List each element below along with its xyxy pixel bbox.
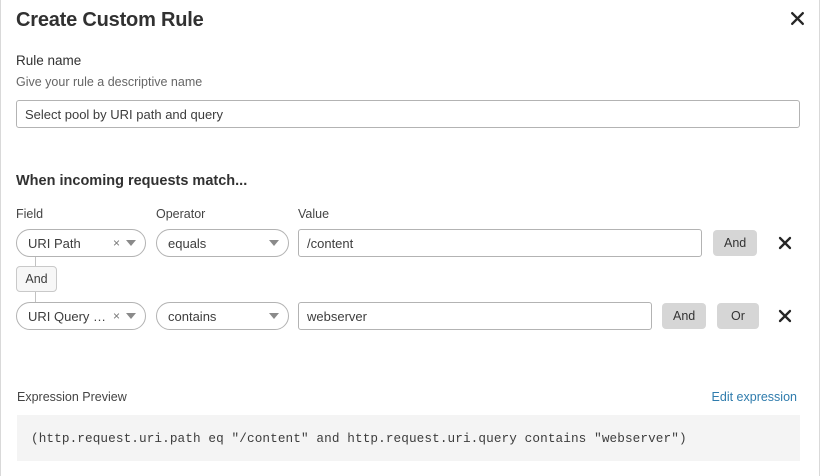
conditions-heading: When incoming requests match... <box>16 173 248 189</box>
expression-preview-label: Expression Preview <box>17 390 127 404</box>
operator-select-1-value: equals <box>168 235 207 251</box>
field-select-2[interactable]: URI Query St... × <box>16 302 146 330</box>
expression-preview-text: (http.request.uri.path eq "/content" and… <box>31 430 687 446</box>
page-title: Create Custom Rule <box>16 9 204 31</box>
clear-icon[interactable]: × <box>112 236 120 250</box>
chevron-down-icon <box>126 313 136 319</box>
or-button-2[interactable]: Or <box>717 303 759 329</box>
edit-expression-link[interactable]: Edit expression <box>711 390 797 404</box>
column-header-value: Value <box>298 207 330 221</box>
value-input-2[interactable] <box>298 302 652 330</box>
value-input-1[interactable] <box>298 229 702 257</box>
rule-name-help-text: Give your rule a descriptive name <box>16 75 203 89</box>
connector-line-bottom <box>35 292 36 302</box>
group-operator-and-chip[interactable]: And <box>16 266 57 292</box>
expression-preview-box: (http.request.uri.path eq "/content" and… <box>17 415 800 461</box>
connector-line-top <box>35 257 36 267</box>
chevron-down-icon <box>269 240 279 246</box>
operator-select-2[interactable]: contains <box>156 302 289 330</box>
remove-condition-icon-2[interactable] <box>775 306 795 326</box>
column-header-operator: Operator <box>156 207 206 221</box>
operator-select-2-value: contains <box>168 308 217 324</box>
rule-name-label: Rule name <box>16 53 82 68</box>
and-button-2[interactable]: And <box>662 303 707 329</box>
close-icon[interactable] <box>786 7 808 29</box>
column-header-field: Field <box>16 207 44 221</box>
condition-row: URI Query St... × contains And Or <box>1 302 820 332</box>
remove-condition-icon-1[interactable] <box>775 233 795 253</box>
chevron-down-icon <box>126 240 136 246</box>
field-select-2-value: URI Query St... <box>28 308 111 324</box>
field-select-1-value: URI Path <box>28 235 81 251</box>
condition-row: URI Path × equals And <box>1 229 820 259</box>
operator-select-1[interactable]: equals <box>156 229 289 257</box>
and-button-1[interactable]: And <box>713 230 758 256</box>
clear-icon[interactable]: × <box>112 309 120 323</box>
chevron-down-icon <box>269 313 279 319</box>
rule-name-input[interactable] <box>16 100 800 128</box>
field-select-1[interactable]: URI Path × <box>16 229 146 257</box>
